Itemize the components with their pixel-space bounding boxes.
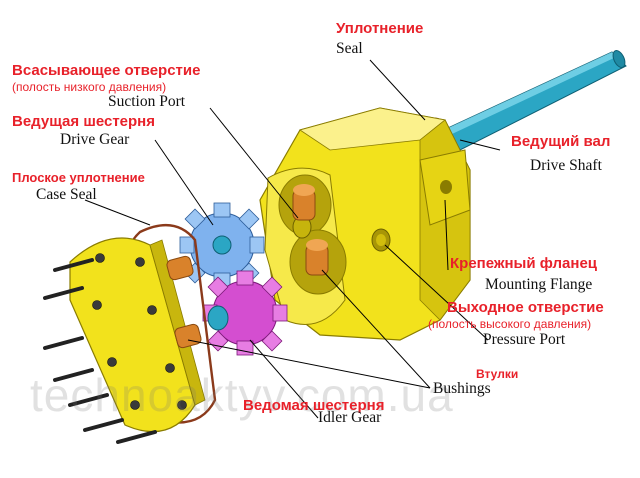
idler-gear-label-en: Idler Gear [318,409,382,426]
suction-port-label-ru: Всасывающее отверстие [12,62,201,79]
mounting-flange-label-en: Mounting Flange [485,276,593,293]
seal-label-ru: Уплотнение [336,20,424,37]
suction-port-label-en: Suction Port [108,93,186,110]
watermark: technoaktyv.com.ua [30,369,454,421]
bushings-label-en: Bushings [433,380,491,397]
case-seal-label-ru: Плоское уплотнение [12,170,145,185]
bushings [292,184,329,276]
drive-gear-label-ru: Ведущая шестерня [12,113,155,130]
drive-shaft-label-en: Drive Shaft [530,157,602,174]
drive-gear-label-en: Drive Gear [60,131,130,148]
cover-plate [69,237,206,433]
drive-shaft-label-ru: Ведущий вал [511,133,611,150]
idler-gear-label-ru: Ведомая шестерня [243,397,385,414]
idler-gear [202,270,288,356]
case-seal-label-en: Case Seal [36,186,97,203]
bolts [43,258,157,444]
leader-lines [84,59,501,419]
pump-housing [259,107,471,341]
suction-port-label-sub: (полость низкого давления) [12,80,167,94]
bushings-label-ru: Втулки [476,367,519,381]
mounting-flange-label-ru: Крепежный фланец [450,255,598,272]
pressure-port-label-en: Pressure Port [483,331,566,348]
pressure-port-label-ru: Выходное отверстие [447,299,604,316]
drive-shaft [447,50,627,151]
seal-label-en: Seal [336,40,363,57]
pressure-port-label-sub: (полость высокого давления) [428,317,592,331]
